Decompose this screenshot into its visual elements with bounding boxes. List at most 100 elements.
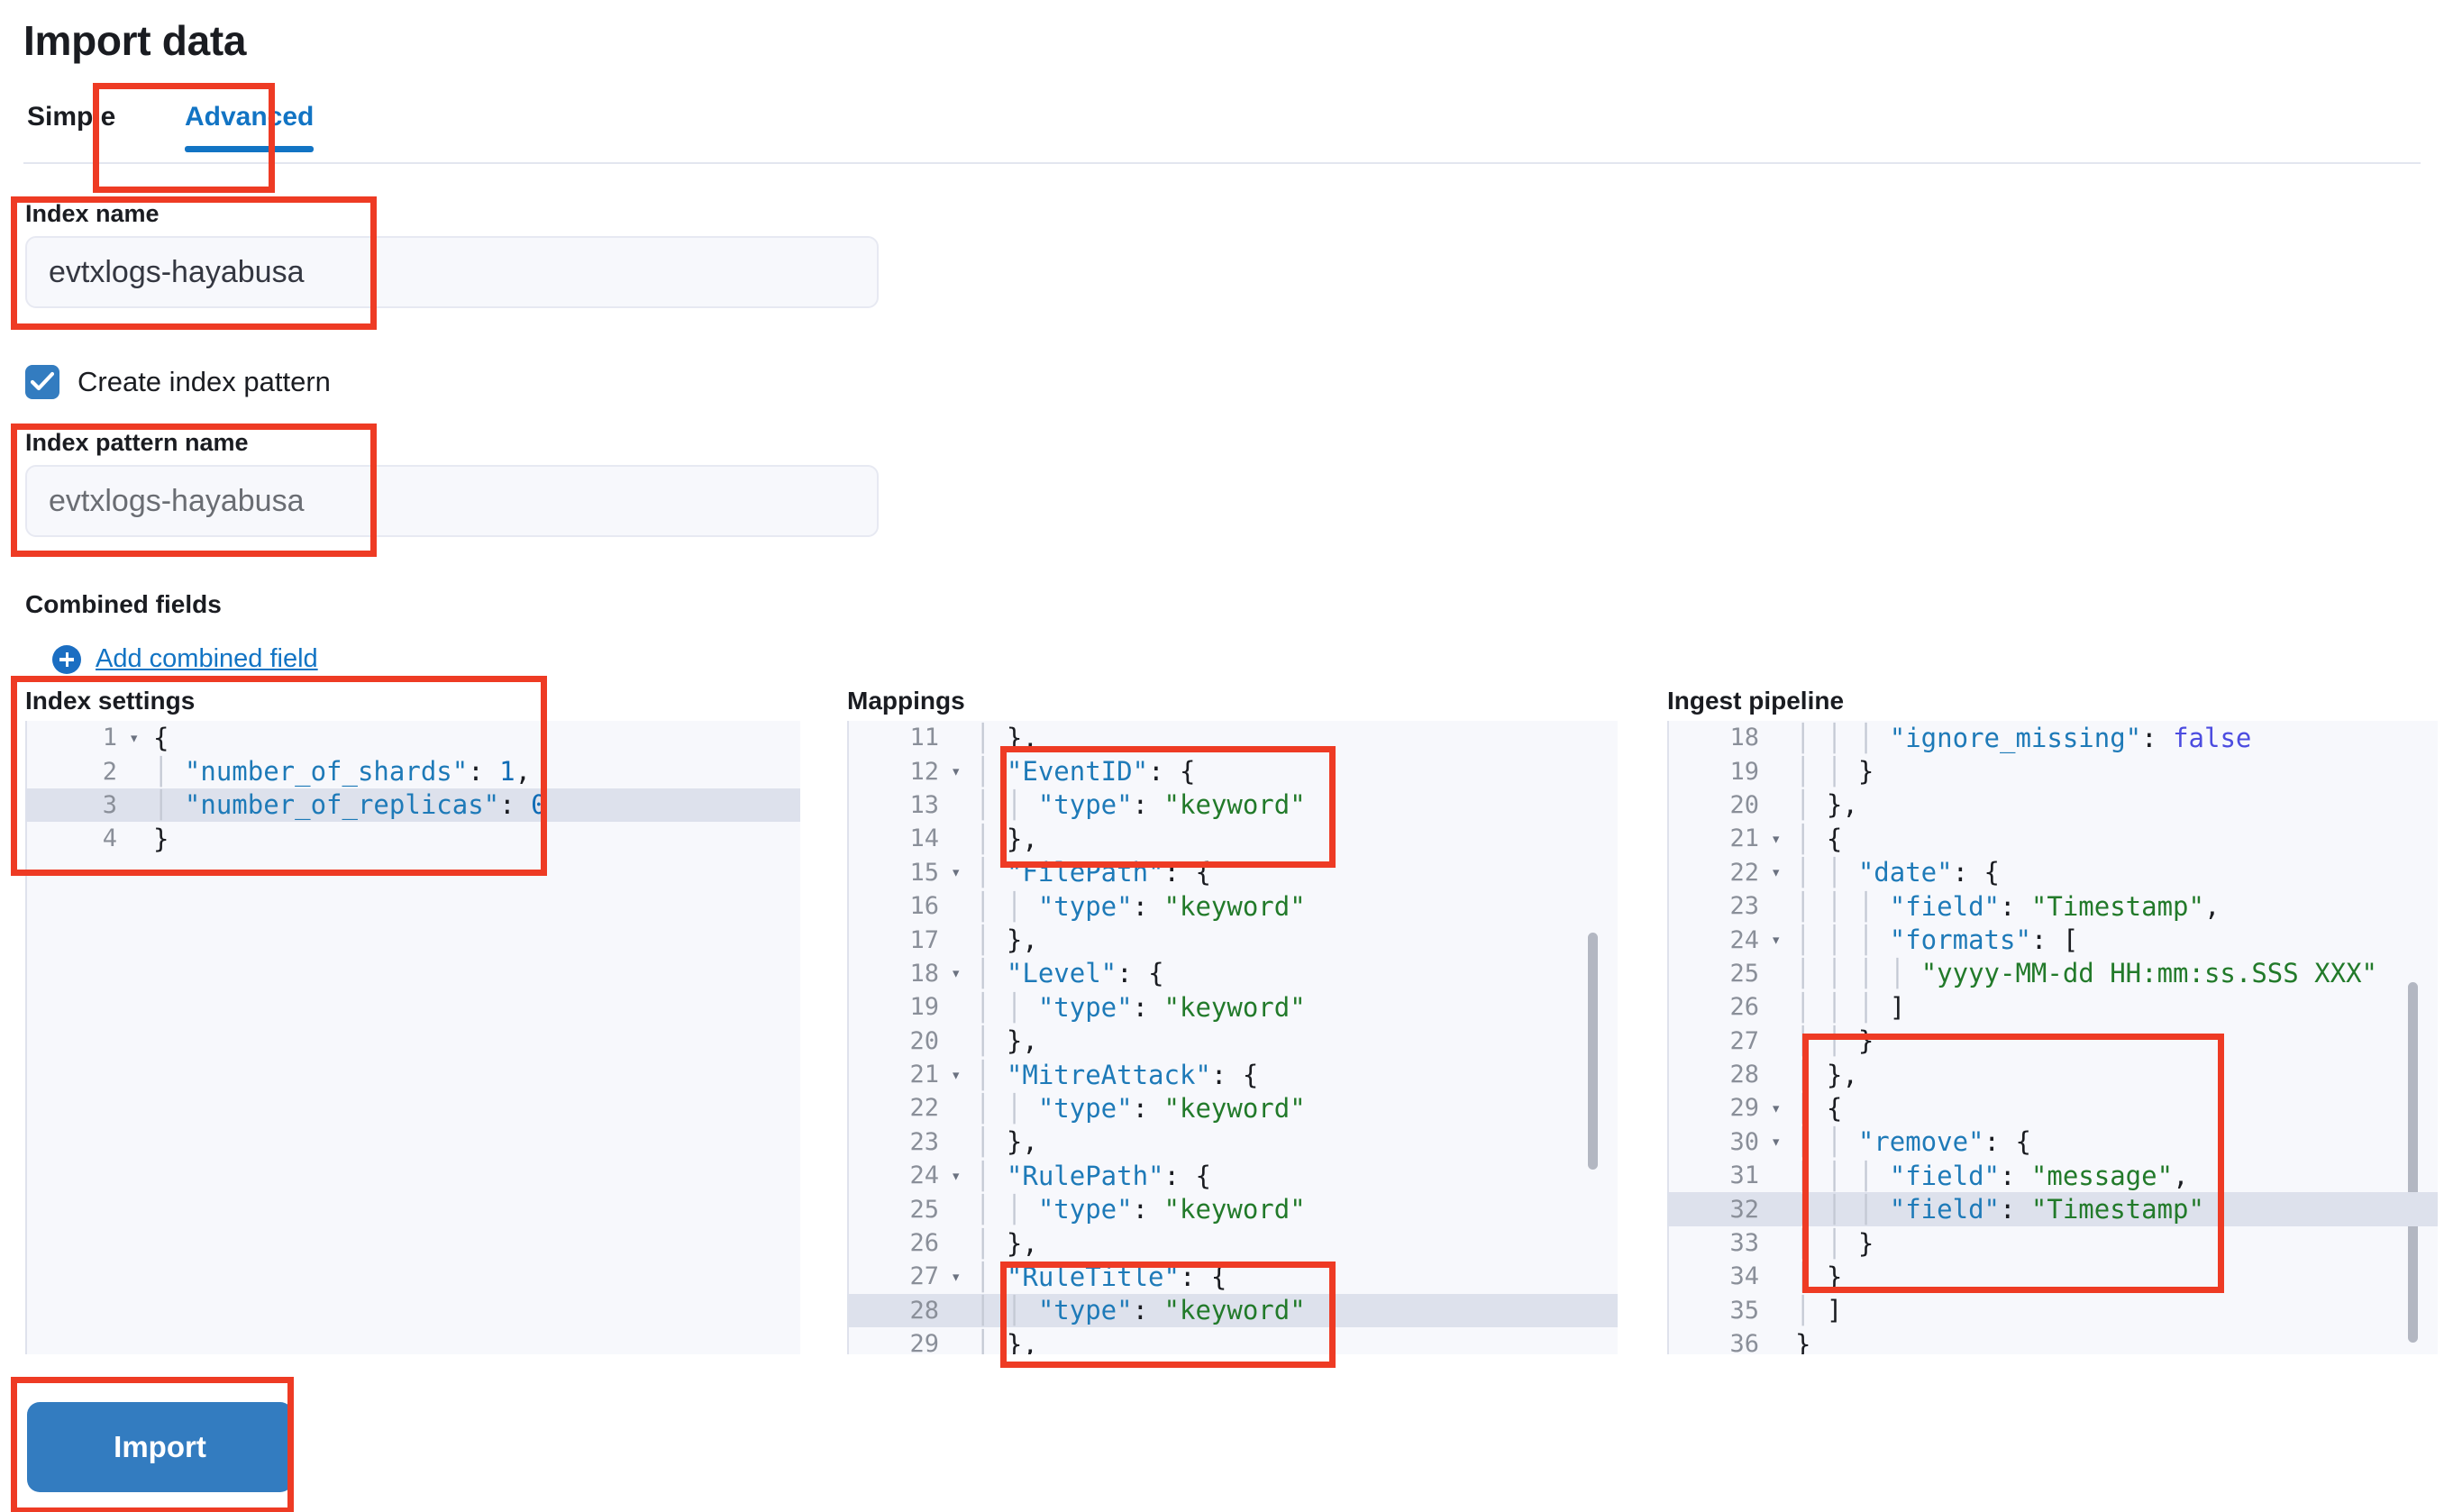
code-line: 26│ }, (847, 1226, 1618, 1260)
code-line: 17 │ }, (847, 923, 1618, 956)
fold-arrow-icon[interactable]: ▾ (951, 862, 962, 883)
code-text: │ "RulePath": { (975, 1160, 1211, 1191)
line-number: 13 (909, 790, 939, 819)
mappings-scrollbar[interactable] (1588, 933, 1598, 1170)
line-number: 2 (102, 757, 117, 786)
line-number: 34 (1729, 1262, 1759, 1291)
code-line: 27▾│ "RuleTitle": { (847, 1260, 1618, 1293)
code-line: 30▾│ │ "remove": { (1667, 1125, 2438, 1159)
line-number: 33 (1729, 1229, 1759, 1258)
code-text: │ │ "type": "keyword" (975, 1295, 1306, 1326)
line-number: 12 (909, 757, 939, 786)
code-line: 4} (25, 822, 800, 855)
combined-fields-label: Combined fields (25, 590, 222, 618)
code-line: 33 │ │ } (1667, 1226, 2438, 1260)
code-line: 32│ │ │ "field": "Timestamp" (1667, 1192, 2438, 1226)
line-number: 28 (909, 1296, 939, 1325)
line-number: 17 (909, 925, 939, 954)
line-number: 21 (1729, 824, 1759, 853)
code-text: │ }, (975, 823, 1038, 854)
code-text: │ } (1795, 1261, 1843, 1292)
line-number: 25 (1729, 959, 1759, 988)
code-text: │ "EventID": { (975, 756, 1196, 788)
code-text: │ "FilePath": { (975, 857, 1211, 888)
fold-arrow-icon[interactable]: ▾ (951, 761, 962, 782)
code-line: 13│ │ "type": "keyword" (847, 788, 1618, 822)
line-number: 21 (909, 1061, 939, 1089)
index-settings-editor[interactable]: 1▾{2│ "number_of_shards": 1,3│ "number_o… (25, 721, 800, 1354)
code-line: 28 │ │ "type": "keyword" (847, 1293, 1618, 1328)
code-text: │ │ } (1795, 756, 1874, 788)
fold-arrow-icon[interactable]: ▾ (951, 1064, 962, 1085)
line-number: 22 (1729, 858, 1759, 887)
tab-bar: Simple Advanced (23, 95, 2421, 162)
fold-arrow-icon[interactable]: ▾ (1771, 1132, 1782, 1152)
code-line: 25 │ │ │ │ "yyyy-MM-dd HH:mm:ss.SSS XXX" (1667, 957, 2438, 990)
code-text: │ }, (975, 1126, 1038, 1158)
code-text: │ }, (1795, 1059, 1858, 1090)
code-line: 36} (1667, 1327, 2438, 1354)
ingest-pipeline-scrollbar[interactable] (2408, 982, 2418, 1343)
code-line: 29▾│ { (1667, 1091, 2438, 1125)
code-text: │ }, (975, 1025, 1038, 1057)
code-text: │ │ } (1795, 1025, 1874, 1057)
line-number: 31 (1729, 1161, 1759, 1190)
code-line: 21▾│ { (1667, 822, 2438, 855)
import-button[interactable]: Import (27, 1402, 293, 1492)
line-number: 32 (1729, 1195, 1759, 1224)
line-number: 11 (909, 724, 939, 752)
code-text: │ "Level": { (975, 958, 1164, 989)
code-line: 23│ }, (847, 1125, 1618, 1159)
code-line: 24▾│ "RulePath": { (847, 1159, 1618, 1192)
fold-arrow-icon[interactable]: ▾ (129, 727, 140, 748)
fold-arrow-icon[interactable]: ▾ (1771, 930, 1782, 951)
fold-arrow-icon[interactable]: ▾ (951, 963, 962, 984)
code-line: 35│ ] (1667, 1294, 2438, 1327)
line-number: 36 (1729, 1330, 1759, 1354)
index-name-input[interactable]: evtxlogs-hayabusa (25, 236, 879, 308)
code-line: 1▾{ (25, 721, 800, 754)
code-line: 3│ "number_of_replicas": 0 (25, 788, 800, 823)
code-text: │ { (1795, 1092, 1843, 1124)
add-combined-field-link[interactable]: Add combined field (52, 644, 318, 674)
code-text: │ │ } (1795, 1227, 1874, 1259)
mappings-editor[interactable]: 11│ },12▾│ "EventID": {13│ │ "type": "ke… (847, 721, 1618, 1354)
fold-arrow-icon[interactable]: ▾ (1771, 1098, 1782, 1118)
tab-advanced[interactable]: Advanced (181, 95, 317, 152)
code-line: 2│ "number_of_shards": 1, (25, 754, 800, 788)
line-number: 26 (909, 1229, 939, 1258)
index-pattern-name-label: Index pattern name (25, 429, 249, 456)
fold-arrow-icon[interactable]: ▾ (1771, 828, 1782, 849)
code-line: 28│ }, (1667, 1058, 2438, 1091)
code-line: 22│ │ "type": "keyword" (847, 1091, 1618, 1125)
code-line: 31│ │ │ "field": "message", (1667, 1159, 2438, 1192)
create-index-pattern-row[interactable]: Create index pattern (25, 365, 331, 399)
code-line: 27 │ │ } (1667, 1025, 2438, 1058)
fold-arrow-icon[interactable]: ▾ (1771, 862, 1782, 883)
code-line: 25│ │ "type": "keyword" (847, 1192, 1618, 1225)
code-text: │ }, (975, 1328, 1038, 1354)
code-line: 12 ▾ │ "EventID": { (847, 754, 1618, 788)
code-text: } (153, 823, 169, 854)
create-index-pattern-checkbox[interactable] (25, 365, 59, 399)
index-settings-title: Index settings (25, 687, 196, 715)
code-text: │ }, (975, 925, 1038, 956)
line-number: 4 (102, 824, 117, 853)
code-line: 34 │ } (1667, 1260, 2438, 1293)
line-number: 27 (1729, 1026, 1759, 1055)
code-line: 23│ │ │ "field": "Timestamp", (1667, 889, 2438, 923)
code-text: │ │ │ │ "yyyy-MM-dd HH:mm:ss.SSS XXX" (1795, 958, 2378, 989)
tab-simple[interactable]: Simple (27, 102, 116, 132)
index-pattern-name-input[interactable]: evtxlogs-hayabusa (25, 465, 879, 537)
fold-arrow-icon[interactable]: ▾ (951, 1165, 962, 1186)
line-number: 1 (102, 724, 117, 752)
line-number: 30 (1729, 1127, 1759, 1156)
code-text: │ │ "type": "keyword" (975, 1092, 1306, 1124)
code-line: 16│ │ "type": "keyword" (847, 889, 1618, 923)
editor-gutter-rule (847, 721, 849, 1354)
code-text: │ ] (1795, 1295, 1843, 1326)
line-number: 25 (909, 1195, 939, 1224)
editor-gutter-rule (1667, 721, 1669, 1354)
fold-arrow-icon[interactable]: ▾ (951, 1266, 962, 1287)
